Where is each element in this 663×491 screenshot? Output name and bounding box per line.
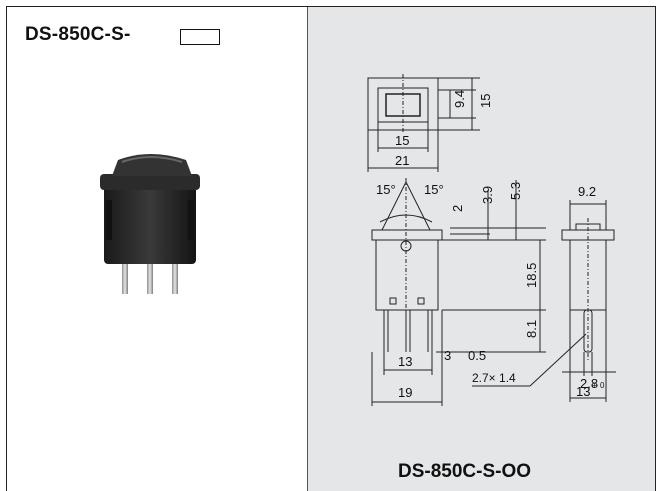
dimension-drawing: 9.4 15 15 21 15° 15° 2 3.9 5.3 18.5 8.1: [367, 74, 616, 406]
dim-19: 19: [398, 385, 412, 400]
datasheet-frame: [6, 6, 656, 491]
dim-13-tolerance: 13: [576, 384, 590, 399]
tolerance-zero: 0: [600, 381, 605, 390]
dim-15-width: 15: [395, 133, 409, 148]
product-photo: [100, 154, 200, 294]
dim-2: 2: [450, 205, 465, 212]
panel-divider: [307, 7, 308, 491]
model-suffix-box: [180, 29, 220, 45]
dim-2-8: 2.8: [580, 376, 598, 391]
dim-0-5: 0.5: [468, 348, 486, 363]
dim-2-7x1-4: 2.7× 1.4: [472, 371, 516, 385]
dim-3-9: 3.9: [480, 186, 495, 204]
dim-18-5: 18.5: [524, 263, 539, 288]
dim-13: 13: [398, 354, 412, 369]
angle-right: 15°: [424, 182, 444, 197]
dim-5-3: 5.3: [508, 182, 523, 200]
dim-21: 21: [395, 153, 409, 168]
dim-3: 3: [444, 348, 451, 363]
drawing-caption: DS-850C-S-OO: [398, 461, 532, 482]
side-view: [472, 200, 616, 402]
dim-9-4: 9.4: [452, 90, 467, 108]
top-view: [367, 74, 480, 172]
dim-15-height: 15: [478, 94, 493, 108]
dim-9-2: 9.2: [578, 184, 596, 199]
dim-8-1: 8.1: [524, 320, 539, 338]
front-view: [371, 178, 546, 406]
drawing-panel: [308, 7, 655, 491]
tolerance-plus: +: [592, 381, 597, 390]
angle-left: 15°: [376, 182, 396, 197]
model-title: DS-850C-S-: [25, 24, 131, 45]
